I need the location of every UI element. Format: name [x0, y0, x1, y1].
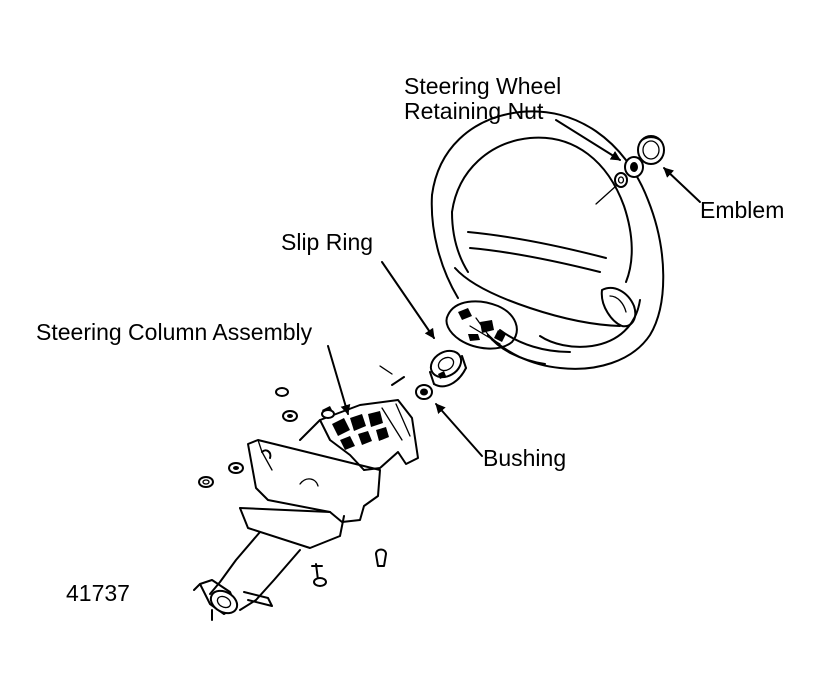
arrow-slip-ring — [381, 261, 435, 339]
label-retaining-nut-line2: Retaining Nut — [404, 98, 544, 124]
arrow-retaining-nut — [555, 119, 621, 161]
arrow-emblem — [663, 167, 701, 203]
steering-column — [193, 365, 419, 621]
emblem-part — [637, 135, 665, 165]
figure-number: 41737 — [66, 580, 130, 606]
arrow-bushing — [435, 403, 483, 457]
leader-arrows — [327, 119, 701, 457]
retaining-nut-parts — [614, 156, 644, 188]
label-retaining-nut-line1: Steering Wheel — [404, 73, 562, 99]
pin-part — [391, 376, 405, 386]
label-emblem: Emblem — [700, 197, 785, 223]
label-retaining-nut: Steering Wheel Retaining Nut — [404, 74, 561, 124]
label-column-assembly: Steering Column Assembly — [36, 319, 313, 345]
bushing-part — [415, 384, 433, 400]
steering-wheel — [430, 110, 665, 370]
label-bushing: Bushing — [483, 445, 567, 471]
slip-ring-part — [429, 349, 467, 388]
label-slip-ring: Slip Ring — [281, 229, 374, 255]
arrow-column-assembly — [327, 345, 351, 415]
